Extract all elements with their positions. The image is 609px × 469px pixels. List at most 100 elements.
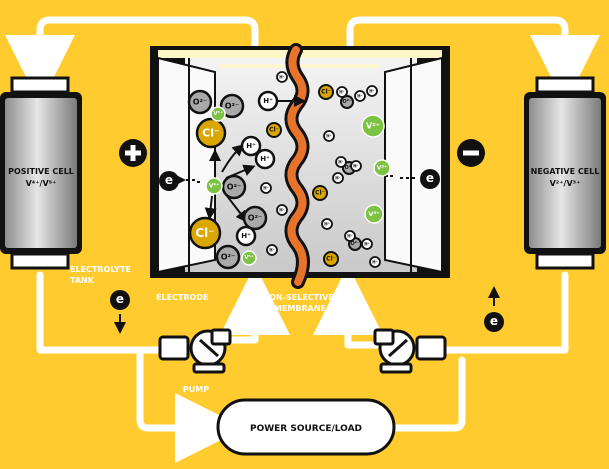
svg-text:O²⁻: O²⁻ xyxy=(342,99,351,105)
ion-hydrogen: H⁺ xyxy=(323,130,335,142)
ion-v5: V⁵⁺ xyxy=(241,250,257,266)
svg-text:e: e xyxy=(165,173,173,187)
positive-cell-ions: V⁴⁺/V⁵⁺ xyxy=(26,179,57,188)
ion-hydrogen: H⁺ xyxy=(344,230,356,242)
svg-text:H⁺: H⁺ xyxy=(241,232,251,240)
electron-icon: e xyxy=(110,290,130,310)
svg-text:O²⁻: O²⁻ xyxy=(350,241,359,247)
svg-text:O²⁻: O²⁻ xyxy=(344,165,353,171)
svg-text:H⁺: H⁺ xyxy=(246,142,256,150)
ion-oxygen: O²⁻ xyxy=(340,95,354,109)
ion-chloride: Cl⁻ xyxy=(323,251,339,267)
svg-text:H⁺: H⁺ xyxy=(263,97,273,105)
power-source-load: POWER SOURCE/LOAD xyxy=(216,398,396,456)
ion-hydrogen: H⁺ xyxy=(332,172,344,184)
pump-label: PUMP xyxy=(183,385,209,394)
svg-text:H⁺: H⁺ xyxy=(357,94,362,99)
ion-v5: V⁵⁺ xyxy=(210,106,226,122)
ion-oxygen: O²⁻ xyxy=(219,93,245,119)
ion-hydrogen: H⁺ xyxy=(254,148,276,170)
svg-text:H⁺: H⁺ xyxy=(279,208,284,213)
ion-v2: V²⁺ xyxy=(361,114,385,138)
svg-text:e: e xyxy=(490,314,498,328)
negative-cell-ions: V²⁺/V³⁺ xyxy=(550,179,581,188)
svg-text:H⁺: H⁺ xyxy=(364,242,369,247)
svg-text:H⁺: H⁺ xyxy=(326,134,331,139)
svg-text:H⁺: H⁺ xyxy=(369,89,374,94)
ion-oxygen: O²⁻ xyxy=(221,174,247,200)
ion-hydrogen: H⁺ xyxy=(240,135,262,157)
negative-tank: NEGATIVE CELL V²⁺/V³⁺ xyxy=(524,76,606,270)
svg-text:H⁺: H⁺ xyxy=(347,234,352,239)
ion-hydrogen: H⁺ xyxy=(260,182,272,194)
ion-v3: V³⁺ xyxy=(364,204,384,224)
ion-hydrogen: H⁺ xyxy=(366,85,378,97)
ion-hydrogen: H⁺ xyxy=(276,71,288,83)
ion-hydrogen: H⁺ xyxy=(336,86,348,98)
ion-chloride: Cl⁻ xyxy=(266,122,282,138)
svg-text:V⁵⁺: V⁵⁺ xyxy=(244,254,254,261)
ion-hydrogen: H⁺ xyxy=(235,225,257,247)
svg-text:H⁺: H⁺ xyxy=(372,260,377,265)
tank-label: TANK xyxy=(70,276,95,285)
positive-tank: POSITIVE CELL V⁴⁺/V⁵⁺ xyxy=(0,76,82,270)
svg-text:O²⁻: O²⁻ xyxy=(193,98,208,107)
negative-cell-title: NEGATIVE CELL xyxy=(531,167,600,176)
ion-v3: V³⁺ xyxy=(373,159,391,177)
ion-hydrogen: H⁺ xyxy=(350,160,362,172)
membrane-label-1: ION-SELECTIVE xyxy=(266,293,334,302)
ion-oxygen: O²⁻ xyxy=(187,89,213,115)
ion-chloride: Cl⁻ xyxy=(195,117,227,149)
ion-v4: V⁴⁺ xyxy=(205,177,223,195)
electron-icon: e xyxy=(484,312,504,332)
electrolyte-label: ELECTROLYTE xyxy=(70,265,131,274)
svg-text:e: e xyxy=(426,171,434,185)
svg-text:O²⁻: O²⁻ xyxy=(248,214,263,223)
ion-hydrogen: H⁺ xyxy=(257,90,279,112)
svg-text:H⁺: H⁺ xyxy=(260,155,270,163)
svg-text:O²⁻: O²⁻ xyxy=(221,253,236,262)
power-label: POWER SOURCE/LOAD xyxy=(250,424,362,434)
svg-text:Cl⁻: Cl⁻ xyxy=(321,89,331,96)
svg-text:H⁺: H⁺ xyxy=(263,186,268,191)
ions: O²⁻ O²⁻ O²⁻ O²⁻ O²⁻ O²⁻ O²⁻ O²⁻ Cl⁻ Cl⁻ … xyxy=(187,71,391,270)
ion-oxygen: O²⁻ xyxy=(215,244,241,270)
svg-text:O²⁻: O²⁻ xyxy=(225,102,240,111)
pipes xyxy=(5,16,600,463)
svg-text:H⁺: H⁺ xyxy=(339,90,344,95)
ion-hydrogen: H⁺ xyxy=(361,238,373,250)
svg-text:Cl⁻: Cl⁻ xyxy=(315,190,325,197)
svg-text:H⁺: H⁺ xyxy=(279,75,284,80)
svg-text:H⁺: H⁺ xyxy=(335,176,340,181)
ion-hydrogen: H⁺ xyxy=(321,218,333,230)
ion-chloride: Cl⁻ xyxy=(188,216,222,250)
svg-text:H⁺: H⁺ xyxy=(353,164,358,169)
svg-text:V²⁺: V²⁺ xyxy=(366,122,380,131)
electron-icon: e xyxy=(420,169,440,189)
ion-hydrogen: H⁺ xyxy=(335,156,347,168)
svg-text:V⁴⁺: V⁴⁺ xyxy=(209,183,219,190)
svg-text:V³⁺: V³⁺ xyxy=(368,210,379,218)
svg-text:Cl⁻: Cl⁻ xyxy=(269,127,279,134)
membrane-label-2: MEMBRANE xyxy=(274,304,326,313)
electron-icon: e xyxy=(159,171,179,191)
svg-text:H⁺: H⁺ xyxy=(324,222,329,227)
positive-cell-title: POSITIVE CELL xyxy=(8,167,74,176)
ion-chloride: Cl⁻ xyxy=(312,185,328,201)
ion-chloride: Cl⁻ xyxy=(318,84,334,100)
svg-text:Cl⁻: Cl⁻ xyxy=(326,256,336,263)
negative-terminal-icon xyxy=(457,139,485,167)
left-pump-icon xyxy=(158,328,232,374)
ion-oxygen: O²⁻ xyxy=(242,205,268,231)
positive-terminal-icon xyxy=(119,139,147,167)
ion-hydrogen: H⁺ xyxy=(354,90,366,102)
right-electrode xyxy=(384,56,443,274)
ion-hydrogen: H⁺ xyxy=(266,244,278,256)
ion-hydrogen: H⁺ xyxy=(369,256,381,268)
electrode-label: ELECTRODE xyxy=(156,293,208,302)
svg-text:O²⁻: O²⁻ xyxy=(227,183,242,192)
svg-text:H⁺: H⁺ xyxy=(269,248,274,253)
right-pump-icon xyxy=(373,328,447,374)
svg-text:Cl⁻: Cl⁻ xyxy=(202,127,220,140)
